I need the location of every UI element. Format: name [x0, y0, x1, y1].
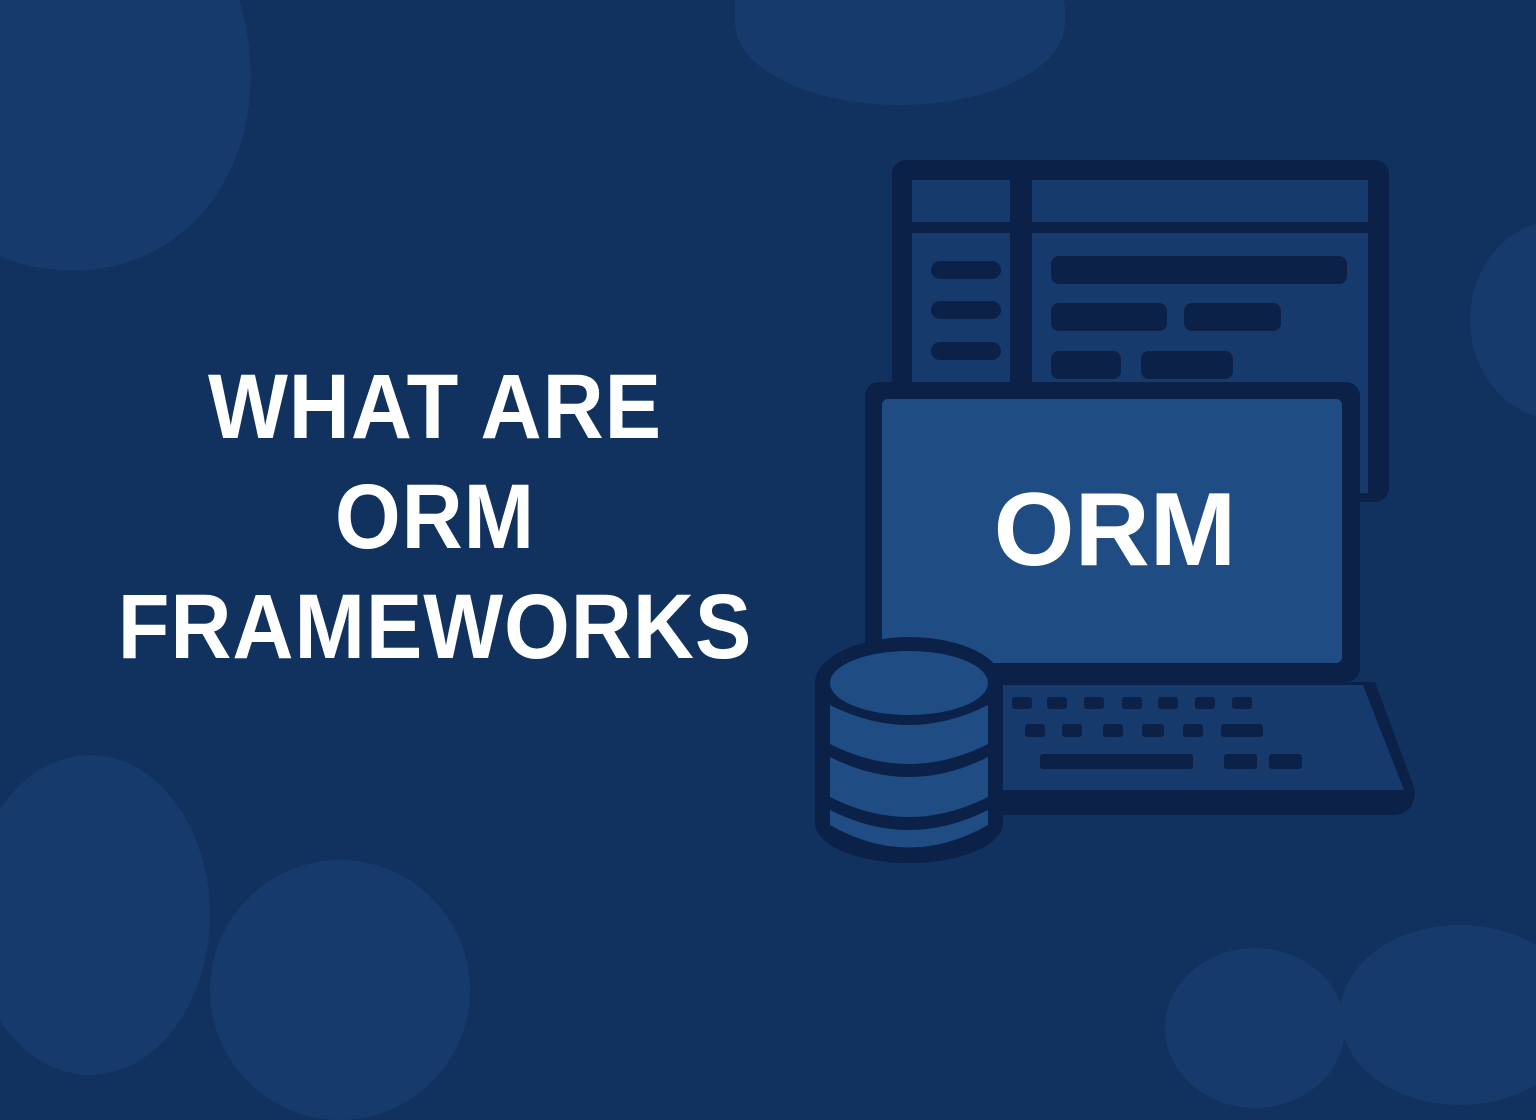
laptop-screen-label: ORM — [993, 472, 1237, 588]
headline-line-1: WHAT ARE — [207, 356, 662, 458]
headline: WHAT ARE ORM FRAMEWORKS — [72, 352, 799, 682]
headline-line-3: FRAMEWORKS — [117, 576, 753, 678]
background-blob — [0, 755, 210, 1075]
orm-illustration — [815, 160, 1415, 863]
headline-line-2: ORM — [334, 466, 536, 568]
database-icon — [815, 637, 1003, 863]
laptop-icon — [865, 382, 1415, 815]
